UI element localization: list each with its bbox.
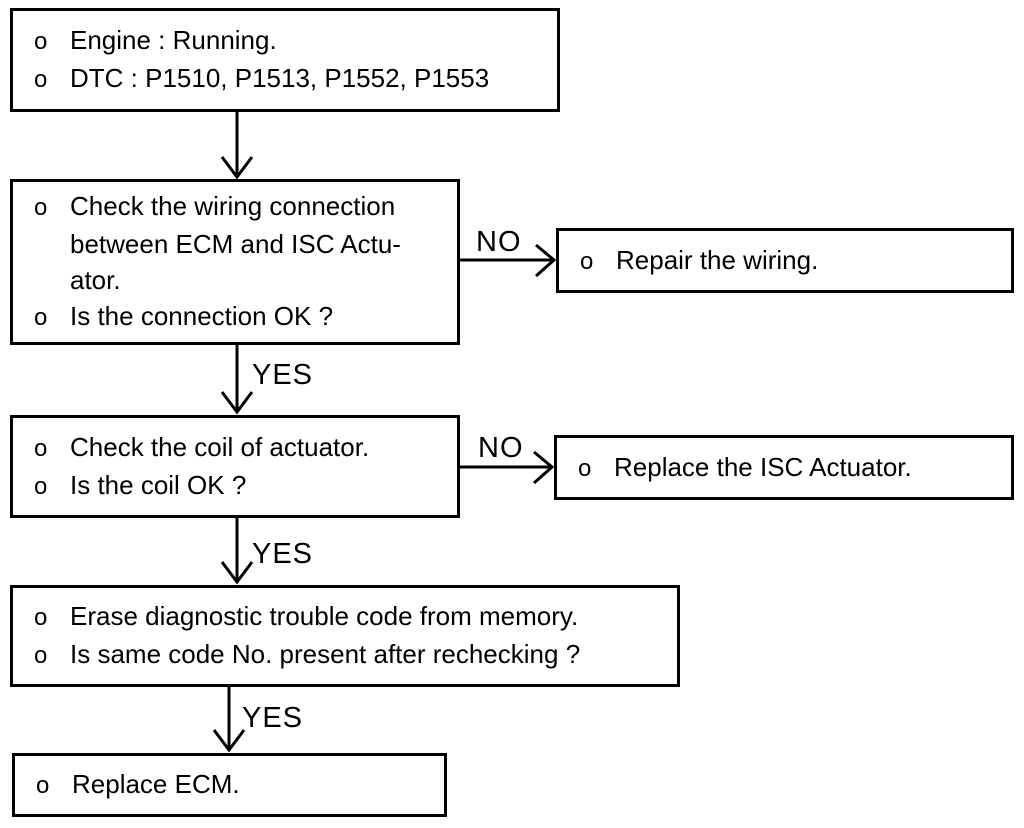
- step-text: Is the coil OK ?: [70, 469, 247, 500]
- bullet-marker: o: [34, 304, 48, 331]
- bullet-marker: o: [578, 454, 592, 482]
- step-line: o Is the connection OK ?: [13, 298, 457, 336]
- step-text: Erase diagnostic trouble code from memor…: [70, 601, 579, 631]
- action-line: o Replace ECM.: [15, 766, 444, 804]
- arrow-yes-to-erase-code: [220, 518, 254, 585]
- branch-label-no: NO: [476, 226, 522, 258]
- step-line: o Is the coil OK ?: [13, 467, 457, 505]
- branch-label-yes: YES: [242, 702, 304, 734]
- step-text: Check the wiring connection: [70, 191, 396, 221]
- check-wiring-step-box: o Check the wiring connection between EC…: [10, 179, 460, 345]
- bullet-marker: o: [34, 66, 48, 93]
- check-coil-step-box: o Check the coil of actuator. o Is the c…: [10, 415, 460, 518]
- branch-label-yes: YES: [252, 538, 314, 570]
- bullet-marker: o: [34, 434, 48, 462]
- step-line: o Check the wiring connection: [13, 188, 457, 226]
- step-line: ator.: [13, 262, 457, 298]
- condition-text: DTC : P1510, P1513, P1552, P1553: [70, 63, 490, 93]
- condition-line: o Engine : Running.: [13, 22, 557, 60]
- arrow-yes-to-check-coil: [220, 345, 254, 415]
- erase-code-step-box: o Erase diagnostic trouble code from mem…: [10, 585, 680, 687]
- step-text: Check the coil of actuator.: [70, 431, 370, 462]
- step-line: o Erase diagnostic trouble code from mem…: [13, 598, 677, 636]
- action-text: Repair the wiring.: [616, 244, 819, 275]
- step-text: Is same code No. present after recheckin…: [70, 639, 581, 669]
- bullet-marker: o: [580, 247, 594, 275]
- action-text: Replace the ISC Actuator.: [614, 451, 912, 482]
- condition-text: Engine : Running.: [70, 25, 277, 55]
- step-text: Is the connection OK ?: [70, 301, 334, 331]
- bullet-marker: o: [34, 472, 48, 500]
- bullet-marker: o: [34, 604, 48, 631]
- branch-label-yes: YES: [252, 359, 314, 391]
- replace-ecm-action-box: o Replace ECM.: [12, 753, 447, 817]
- arrow-yes-to-replace-ecm: [212, 687, 246, 753]
- branch-label-no: NO: [478, 432, 524, 464]
- step-line: o Is same code No. present after recheck…: [13, 636, 677, 674]
- action-line: o Repair the wiring.: [559, 242, 1011, 280]
- step-text: between ECM and ISC Actu-: [70, 229, 401, 259]
- start-conditions-box: o Engine : Running. o DTC : P1510, P1513…: [10, 8, 560, 112]
- step-line: between ECM and ISC Actu-: [13, 226, 457, 262]
- bullet-marker: o: [36, 772, 50, 799]
- repair-wiring-action-box: o Repair the wiring.: [556, 228, 1014, 293]
- step-text: ator.: [70, 265, 121, 295]
- condition-line: o DTC : P1510, P1513, P1552, P1553: [13, 60, 557, 98]
- action-line: o Replace the ISC Actuator.: [557, 449, 1011, 487]
- action-text: Replace ECM.: [72, 769, 240, 799]
- step-line: o Check the coil of actuator.: [13, 429, 457, 467]
- bullet-marker: o: [34, 194, 48, 221]
- arrow-start-to-check-wiring: [220, 112, 254, 180]
- bullet-marker: o: [34, 28, 48, 55]
- bullet-marker: o: [34, 642, 48, 669]
- replace-actuator-action-box: o Replace the ISC Actuator.: [554, 435, 1014, 500]
